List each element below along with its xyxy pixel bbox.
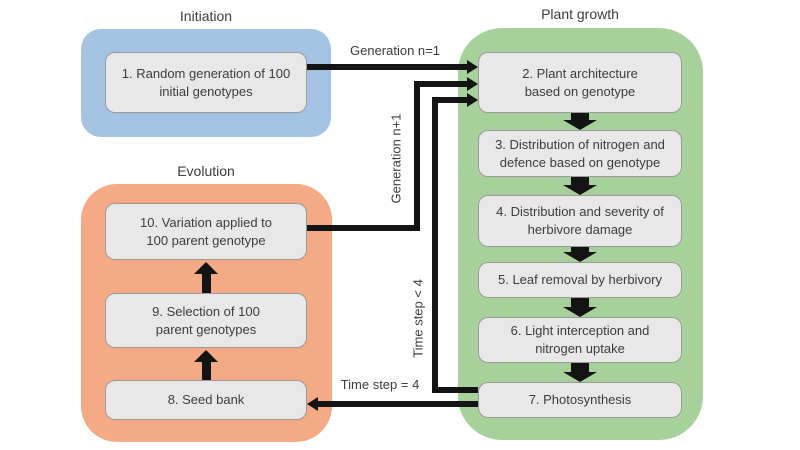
edge-generation-n-plus-1-bottom bbox=[307, 225, 420, 231]
step-10-variation: 10. Variation applied to 100 parent geno… bbox=[105, 203, 307, 260]
down-arrow-icon bbox=[563, 120, 597, 130]
section-title-initiation: Initiation bbox=[179, 8, 233, 24]
down-arrow-icon bbox=[563, 185, 597, 195]
step-9-selection-parents: 9. Selection of 100 parent genotypes bbox=[105, 293, 307, 348]
section-title-plant-growth: Plant growth bbox=[541, 6, 619, 22]
section-title-evolution: Evolution bbox=[177, 163, 235, 179]
step-1-random-generation: 1. Random generation of 100 initial geno… bbox=[105, 52, 307, 113]
up-arrow-9-10-stem bbox=[202, 274, 211, 293]
step-3-distribution-nitrogen: 3. Distribution of nitrogen and defence … bbox=[478, 130, 682, 177]
down-arrow-2-3-stem bbox=[571, 113, 589, 121]
edge-time-step-lt4-vertical bbox=[432, 97, 438, 393]
edge-label-time-step-lt4: Time step < 4 bbox=[410, 279, 426, 358]
down-arrow-icon bbox=[563, 252, 597, 262]
down-arrow-icon bbox=[563, 307, 597, 317]
edge-generation-n1-line bbox=[307, 64, 467, 70]
down-arrow-4-5-stem bbox=[571, 247, 589, 253]
edge-generation-n-plus-1-vertical bbox=[414, 81, 420, 231]
down-arrow-3-4-stem bbox=[571, 177, 589, 186]
down-arrow-6-7-stem bbox=[571, 363, 589, 373]
edge-time-step-eq4-line bbox=[318, 401, 478, 407]
down-arrow-5-6-stem bbox=[571, 298, 589, 308]
arrowhead-right-icon bbox=[467, 93, 478, 107]
step-2-plant-architecture: 2. Plant architecture based on genotype bbox=[478, 52, 682, 113]
edge-time-step-lt4-bottom bbox=[432, 387, 478, 393]
arrowhead-right-icon bbox=[467, 77, 478, 91]
up-arrow-icon bbox=[194, 262, 218, 274]
step-6-light-interception: 6. Light interception and nitrogen uptak… bbox=[478, 317, 682, 363]
up-arrow-8-9-stem bbox=[202, 362, 211, 380]
edge-label-generation-n-plus-1: Generation n+1 bbox=[388, 113, 404, 204]
arrowhead-right-icon bbox=[467, 60, 478, 74]
step-8-seed-bank: 8. Seed bank bbox=[105, 380, 307, 420]
edge-label-generation-n1: Generation n=1 bbox=[350, 43, 440, 58]
step-7-photosynthesis: 7. Photosynthesis bbox=[478, 382, 682, 418]
edge-generation-n-plus-1-top bbox=[414, 81, 467, 87]
step-5-leaf-removal: 5. Leaf removal by herbivory bbox=[478, 262, 682, 298]
up-arrow-icon bbox=[194, 350, 218, 362]
edge-label-time-step-eq4: Time step = 4 bbox=[340, 377, 420, 392]
step-4-herbivore-damage: 4. Distribution and severity of herbivor… bbox=[478, 195, 682, 247]
arrowhead-left-icon bbox=[307, 397, 318, 411]
edge-time-step-lt4-top bbox=[432, 97, 467, 103]
down-arrow-icon bbox=[563, 372, 597, 382]
